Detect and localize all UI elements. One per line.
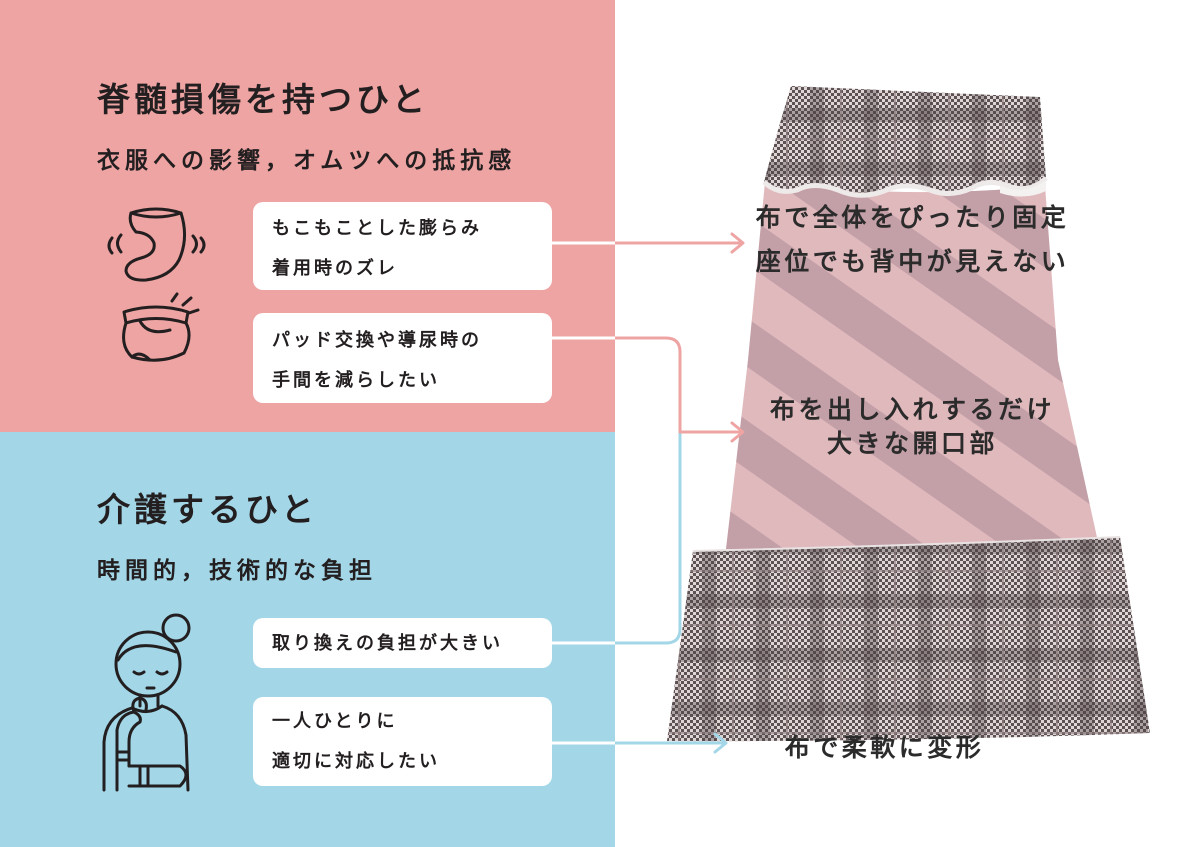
card-pad-change: パッド交換や導尿時の 手間を減らしたい: [253, 313, 552, 403]
garment-top-waistband: [762, 86, 1048, 198]
card-line: 手間を減らしたい: [272, 370, 440, 390]
connector-caregiver-burden: [550, 430, 682, 645]
card-line: 取り換えの負担が大きい: [272, 633, 503, 653]
garment-bottom-panel: [667, 536, 1150, 742]
card-line: 適切に対応したい: [272, 751, 440, 771]
feature-line: 座位でも背中が見えない: [755, 248, 1070, 276]
card-bulge-slip: もこもことした膨らみ 着用時のズレ: [253, 202, 552, 290]
garment-photo: [667, 86, 1150, 742]
card-line: 着用時のズレ: [272, 258, 398, 278]
arrow-to-flexible: [550, 732, 728, 754]
caregiver-person-icon: [102, 613, 191, 792]
feature-line: 布で柔軟に変形: [784, 734, 985, 762]
diaper-pad-icon: [122, 292, 200, 362]
connector-arrows: [550, 232, 745, 754]
card-line: パッド交換や導尿時の: [272, 330, 482, 350]
spinal-injury-title: 脊髄損傷を持つひと: [97, 81, 430, 118]
feature-label-flexible: 布で柔軟に変形: [672, 726, 1097, 770]
card-line: 一人ひとりに: [272, 711, 398, 731]
garment-body-panel: [726, 182, 1098, 552]
feature-label-opening: 布を出し入れするだけ 大きな開口部: [700, 393, 1125, 461]
card-individual-care: 一人ひとりに 適切に対応したい: [253, 697, 552, 786]
feature-line: 布で全体をぴったり固定: [755, 204, 1070, 232]
spinal-injury-subtitle: 衣服への影響，オムツへの抵抗感: [97, 147, 517, 173]
feature-line: 布を出し入れするだけ: [769, 396, 1055, 424]
feature-label-fixation: 布で全体をぴったり固定 座位でも背中が見えない: [700, 196, 1125, 284]
feature-line: 大きな開口部: [826, 430, 998, 458]
card-line: もこもことした膨らみ: [272, 218, 482, 238]
diaper-bulge-icon: [107, 207, 206, 282]
card-replacement-burden: 取り換えの負担が大きい: [253, 618, 552, 668]
arrow-to-fixation: [550, 232, 745, 254]
caregiver-subtitle: 時間的，技術的な負担: [97, 557, 377, 583]
arrow-to-opening: [550, 336, 745, 443]
caregiver-title: 介護するひと: [97, 491, 319, 528]
